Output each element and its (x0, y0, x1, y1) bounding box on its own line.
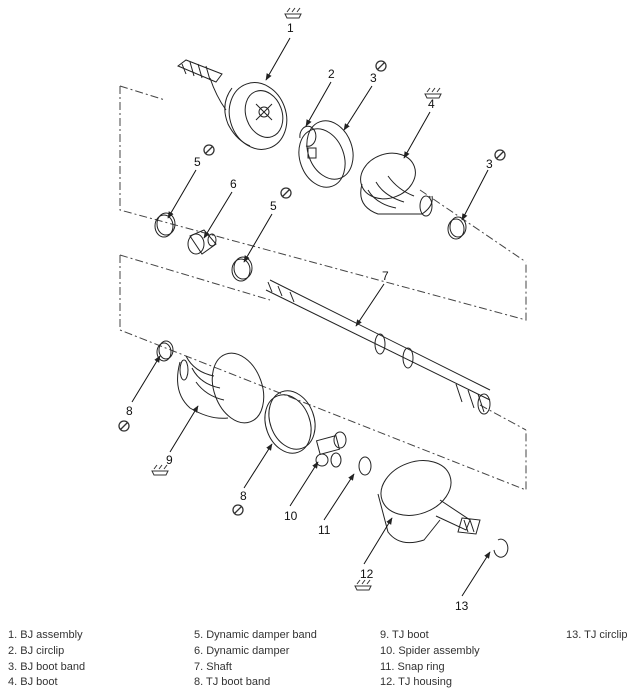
callout-11: 11 (318, 523, 331, 537)
shaft-part (265, 279, 491, 415)
callout-10: 10 (284, 509, 298, 523)
tj-boot-part (177, 352, 265, 424)
grease-icon (151, 464, 169, 476)
callout-1: 1 (287, 21, 294, 35)
callout-5-left: 5 (194, 155, 201, 169)
callout-5-right: 5 (270, 199, 277, 213)
no-reuse-icon (232, 504, 244, 516)
grease-icon (424, 87, 442, 99)
legend-item: 11. Snap ring (380, 660, 445, 673)
legend-item: 10. Spider assembly (380, 644, 480, 657)
callout-2: 2 (328, 67, 335, 81)
exploded-view-diagram: 1 2 3 4 3 5 6 5 7 8 9 8 10 11 12 13 (118, 7, 527, 613)
legend-item: 2. BJ circlip (8, 644, 65, 657)
legend-column-2: 5. Dynamic damper band 6. Dynamic damper… (194, 628, 317, 691)
tj-boot-band-small-part (156, 340, 174, 362)
callout-13: 13 (455, 599, 469, 613)
legend-item: 1. BJ assembly (8, 629, 83, 641)
bj-boot-band-small-part (447, 216, 467, 240)
callout-8-lower: 8 (240, 489, 247, 503)
lower-assembly-frame (119, 254, 527, 491)
dynamic-damper-band-left-part (154, 212, 176, 238)
callout-6: 6 (230, 177, 237, 191)
callout-8-left: 8 (126, 404, 133, 418)
no-reuse-icon (280, 187, 292, 199)
legend-item: 6. Dynamic damper (194, 644, 290, 657)
dynamic-damper-part (187, 229, 217, 255)
no-reuse-icons (118, 60, 506, 516)
bj-boot-part (360, 152, 433, 217)
callout-12: 12 (360, 567, 374, 581)
legend-item: 9. TJ boot (380, 629, 429, 641)
legend-item: 5. Dynamic damper band (194, 629, 317, 641)
legend-item: 13. TJ circlip (566, 629, 628, 641)
spider-assembly-part (315, 431, 347, 468)
tj-circlip-part (493, 538, 509, 558)
upper-assembly-frame (119, 85, 527, 321)
callout-numbers: 1 2 3 4 3 5 6 5 7 8 9 8 10 11 12 13 (126, 21, 493, 613)
legend-item: 12. TJ housing (380, 676, 452, 689)
legend-item: 3. BJ boot band (8, 660, 86, 673)
callout-3-right: 3 (486, 157, 493, 171)
bj-assembly-part (177, 59, 288, 150)
no-reuse-icon (375, 60, 387, 72)
tj-housing-part (377, 460, 481, 544)
legend-item: 8. TJ boot band (194, 676, 271, 689)
tj-boot-band-large-part (264, 390, 316, 454)
legend-column-1: 1. BJ assembly 2. BJ circlip 3. BJ boot … (8, 628, 85, 691)
bj-boot-band-part (298, 120, 354, 188)
callout-4: 4 (428, 97, 435, 111)
legend-item: 7. Shaft (194, 660, 232, 673)
no-reuse-icon (494, 149, 506, 161)
callout-7: 7 (382, 269, 389, 283)
grease-icon (284, 7, 302, 19)
legend-column-4: 13. TJ circlip (566, 628, 628, 644)
no-reuse-icon (203, 144, 215, 156)
grease-icon (354, 579, 372, 591)
callout-3-upper: 3 (370, 71, 377, 85)
parts-legend: 1. BJ assembly 2. BJ circlip 3. BJ boot … (0, 628, 638, 700)
grease-icons (151, 7, 442, 591)
dynamic-damper-band-right-part (231, 256, 253, 282)
legend-item: 4. BJ boot (8, 676, 58, 689)
leader-lines (131, 37, 491, 597)
snap-ring-part (358, 456, 372, 476)
legend-column-3: 9. TJ boot 10. Spider assembly 11. Snap … (380, 628, 480, 691)
callout-9: 9 (166, 453, 173, 467)
no-reuse-icon (118, 420, 130, 432)
